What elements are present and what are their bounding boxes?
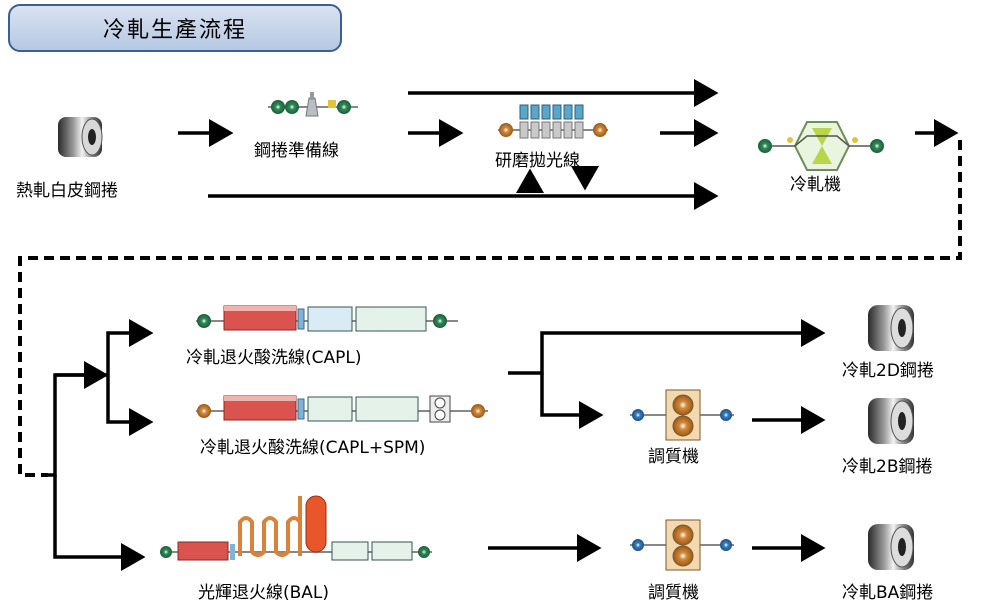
steel-coil-icon — [868, 524, 914, 570]
label-hot-coil: 熱軋白皮鋼捲 — [16, 181, 118, 201]
branch-trunk — [48, 373, 108, 477]
steel-coil-icon — [58, 117, 103, 157]
coil-prep-line-icon — [268, 92, 358, 117]
label-temper-1: 調質機 — [648, 447, 699, 467]
diagram-title: 冷軋生產流程 — [8, 4, 342, 52]
cold-mill-icon — [758, 121, 884, 171]
temper-mill-icon — [630, 519, 734, 571]
label-out-2b: 冷軋2B鋼捲 — [842, 457, 933, 477]
annealing-pickling-line-icon — [196, 305, 458, 332]
bright-annealing-line-icon — [160, 495, 432, 561]
label-cold-mill: 冷軋機 — [790, 175, 841, 195]
temper-mill-icon — [630, 389, 734, 441]
label-out-2d: 冷軋2D鋼捲 — [842, 361, 934, 381]
annealing-pickling-spm-line-icon — [196, 395, 488, 423]
label-bal: 光輝退火線(BAL) — [198, 583, 330, 603]
connectors — [18, 79, 962, 571]
label-coil-prep: 鋼捲準備線 — [254, 141, 339, 161]
label-capl: 冷軋退火酸洗線(CAPL) — [186, 348, 362, 368]
capl-to-temper — [540, 373, 604, 429]
steel-coil-icon — [868, 305, 914, 351]
grinding-line-icon — [498, 104, 608, 139]
dashed-return-line — [18, 140, 962, 477]
label-out-ba: 冷軋BA鋼捲 — [842, 583, 934, 603]
label-capl-spm: 冷軋退火酸洗線(CAPL+SPM) — [200, 438, 426, 458]
branch-capl-spm — [106, 375, 154, 436]
branch-bal — [53, 475, 146, 571]
label-grinding: 研磨拋光線 — [495, 151, 580, 171]
branch-capl — [106, 319, 154, 375]
steel-coil-icon — [868, 398, 914, 444]
label-temper-2: 調質機 — [648, 583, 699, 603]
capl-split — [508, 319, 826, 375]
